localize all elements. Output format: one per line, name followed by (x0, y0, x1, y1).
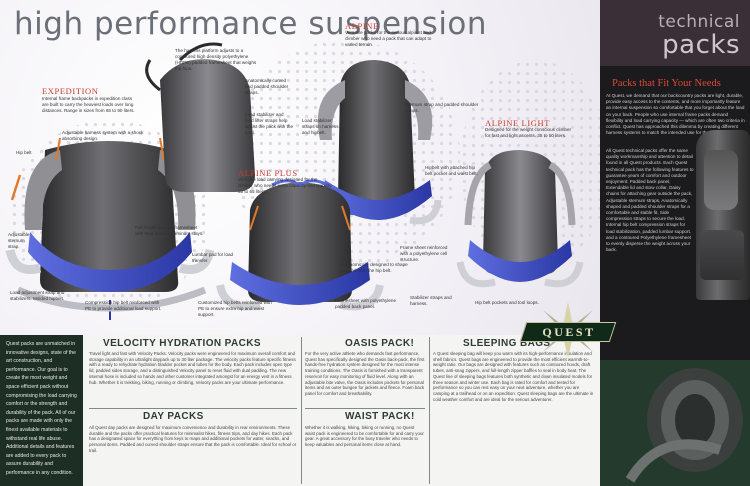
callout-text: Customized hip belts reinforced with PE … (198, 300, 272, 317)
callout-text: Hip belt pockets and tool loops. (475, 300, 539, 305)
framesheet-diagram (145, 42, 255, 192)
sleeping-bag-illustration (625, 368, 743, 483)
expedition-note: Internal frame backpacks in expedition c… (42, 96, 135, 113)
callout-text: Hipbelt with attached hip belt pocket an… (425, 165, 478, 176)
velocity-text: Travel light and fast with Velocity Pack… (89, 351, 296, 385)
intro-panel: Quest packs are unmatched in innovative … (0, 335, 83, 486)
expedition-pack (5, 137, 215, 320)
divider (429, 337, 430, 484)
sleeping-bags-title: SLEEPING BAGS (463, 338, 551, 349)
alpine-plus-pack (216, 179, 384, 311)
callout-text: Ergonomically designed to shape the load… (340, 262, 408, 273)
alpine-note: Versatile packs for the serious alpinist… (345, 30, 432, 47)
oasis-title: OASIS PACK! (345, 338, 415, 349)
intro-text: Quest packs are unmatched in innovative … (6, 341, 77, 476)
callout-text: Anatomically curved and padded shoulder … (245, 78, 289, 95)
divider (89, 408, 297, 409)
technical-packs-heading: technical packs (600, 0, 750, 66)
pack-photo (696, 130, 750, 300)
callout-text: Load adjustment strap and stabilizers. M… (10, 290, 65, 301)
logo-wordmark: QUEST (542, 325, 596, 339)
page-title: high performance suspension (14, 6, 488, 42)
callout-text: Adjustable sternum strap. (8, 232, 30, 249)
callout-text: Sternum strap and padded shoulder straps… (405, 102, 479, 113)
waist-pack-text: Whether it is walking, hiking, biking or… (305, 425, 424, 448)
product-lines-panel: VELOCITY HYDRATION PACKS Travel light an… (83, 335, 600, 486)
technical-packs-panel: technical packs Packs that Fit Your Need… (600, 0, 750, 486)
velocity-title: VELOCITY HYDRATION PACKS (103, 338, 261, 349)
callout-text: Lumbar pad for load transfer. (192, 252, 234, 263)
divider (301, 337, 302, 484)
callout-text: Load stabilizer straps on harness and hi… (302, 118, 339, 135)
heading-line-packs: packs (662, 30, 740, 60)
callout-text: Full-length padded framesheet with heat … (135, 225, 204, 236)
suspension-diagram-panel: high performance suspension (0, 0, 600, 335)
pack-diagrams (5, 42, 584, 320)
callout-text: The harness platform adjusts to a contou… (175, 48, 257, 71)
alpine-title: Alpine (345, 21, 379, 31)
quest-logo: QUEST (519, 300, 617, 360)
waist-pack-title: WAIST PACK! (345, 411, 415, 422)
callout-text: Framesheet with polyethylene padded back… (335, 298, 397, 309)
heading-line-technical: technical (658, 12, 740, 32)
callout-text: Compression hip belt reinforced with PE … (85, 300, 162, 311)
fit-title: Packs that Fit Your Needs (612, 78, 721, 89)
day-packs-text: All Quest day packs are designed for max… (89, 425, 297, 453)
oasis-text: For the very active athlete who demands … (305, 351, 425, 396)
sleeping-bag-photo-panel (600, 360, 750, 486)
sleeping-bags-text: A Quest sleeping bag will keep you warm … (433, 351, 594, 402)
callout-text: Frame sheet reinforced with a polyethyle… (400, 245, 448, 262)
alpine-light-title: Alpine Light (485, 118, 551, 128)
alpine-light-note: Designed for the weight conscious climbe… (485, 127, 572, 138)
alpine-plus-title: Alpine Plus (238, 168, 298, 178)
day-packs-title: DAY PACKS (143, 411, 204, 422)
alpine-light-pack (456, 150, 584, 288)
callout-text: Hip belt (16, 150, 32, 155)
alpine-plus-note: Versatile load carrying designed for the… (238, 177, 333, 194)
callout-text: Stabilizer straps and harness. (410, 295, 452, 306)
expedition-title: Expedition (42, 86, 99, 96)
callout-text: Adjustable harness system with a shock a… (62, 130, 144, 141)
divider (305, 408, 425, 409)
features-paragraph: All Quest technical packs offer the same… (606, 148, 694, 253)
callout-text: Load stabilizer and load lifter straps h… (245, 112, 294, 135)
intro-paragraph: At Quest, we demand that our backcountry… (606, 93, 745, 136)
